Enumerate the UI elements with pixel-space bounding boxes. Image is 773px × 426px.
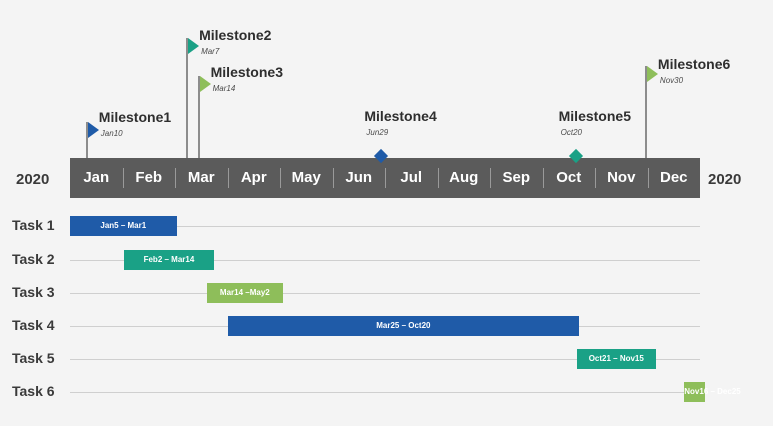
year-label-right: 2020 [708,171,742,188]
milestone-date: Jun29 [366,128,389,137]
task-bar: Nov16 – Dec25 [684,382,741,402]
task-bar: Mar25 – Oct20 [227,316,580,336]
task-bar: Jan5 – Mar1 [70,216,177,236]
milestone-title: Milestone5 [558,108,631,124]
task-row-line [70,293,700,294]
month-separator [385,168,386,188]
month-separator [175,168,176,188]
month-label-feb: Feb [135,169,163,186]
month-separator [595,168,596,188]
year-label-left: 2020 [16,171,50,188]
milestone-date: Jan10 [100,129,123,138]
task-bar: Oct21 – Nov15 [576,349,656,369]
task-label: Task 5 [12,350,55,366]
month-separator [227,168,229,188]
month-separator [437,168,439,188]
month-label-apr: Apr [240,169,267,186]
milestone-title: Milestone6 [657,56,731,72]
milestone-pole [85,122,88,158]
month-separator [332,168,334,188]
task-label: Task 4 [12,317,55,333]
milestone-pole [186,38,189,158]
task-bar: Feb2 – Mar14 [124,250,214,270]
milestone-date: Mar14 [212,84,236,93]
task-label: Task 1 [12,217,55,233]
task-label: Task 3 [12,284,55,300]
milestone-title: Milestone1 [98,109,172,125]
milestone-date: Oct20 [560,128,582,137]
milestone-title: Milestone3 [210,64,283,80]
month-separator [542,168,544,188]
task-row-line [70,226,700,227]
month-label-may: May [291,169,321,186]
task-label: Task 6 [12,383,55,399]
milestone-title: Milestone4 [364,108,437,124]
milestone-pole [644,66,647,158]
task-row-line [70,359,700,360]
month-label-oct: Oct [556,169,582,186]
milestone-flag-icon [199,76,211,92]
milestone-pole [197,76,200,158]
month-label-mar: Mar [187,169,215,186]
month-timeline-bar: Jan Feb Mar Apr May Jun Jul Aug Sep Oct Nov Dec [70,158,700,198]
milestone-date: Mar7 [201,47,220,56]
month-separator [647,168,649,188]
month-label-nov: Nov [607,169,636,186]
milestone-flag-icon [188,38,200,54]
task-row-line [70,260,700,261]
task-label: Task 2 [12,251,55,267]
month-label-dec: Dec [659,169,688,186]
month-separator [280,168,281,188]
month-label-jun: Jun [345,169,373,186]
milestone-flag-icon [646,66,658,82]
milestone-date: Nov30 [659,76,684,85]
month-label-aug: Aug [449,169,479,186]
task-bar: Mar14 –May2 [207,283,283,303]
month-label-jan: Jan [83,169,110,186]
task-row-line [70,392,700,393]
month-separator [490,168,491,188]
month-label-sep: Sep [502,169,530,186]
month-label-jul: Jul [400,169,423,186]
month-separator [122,168,124,188]
milestone-title: Milestone2 [199,27,272,43]
milestone-flag-icon [87,122,99,138]
